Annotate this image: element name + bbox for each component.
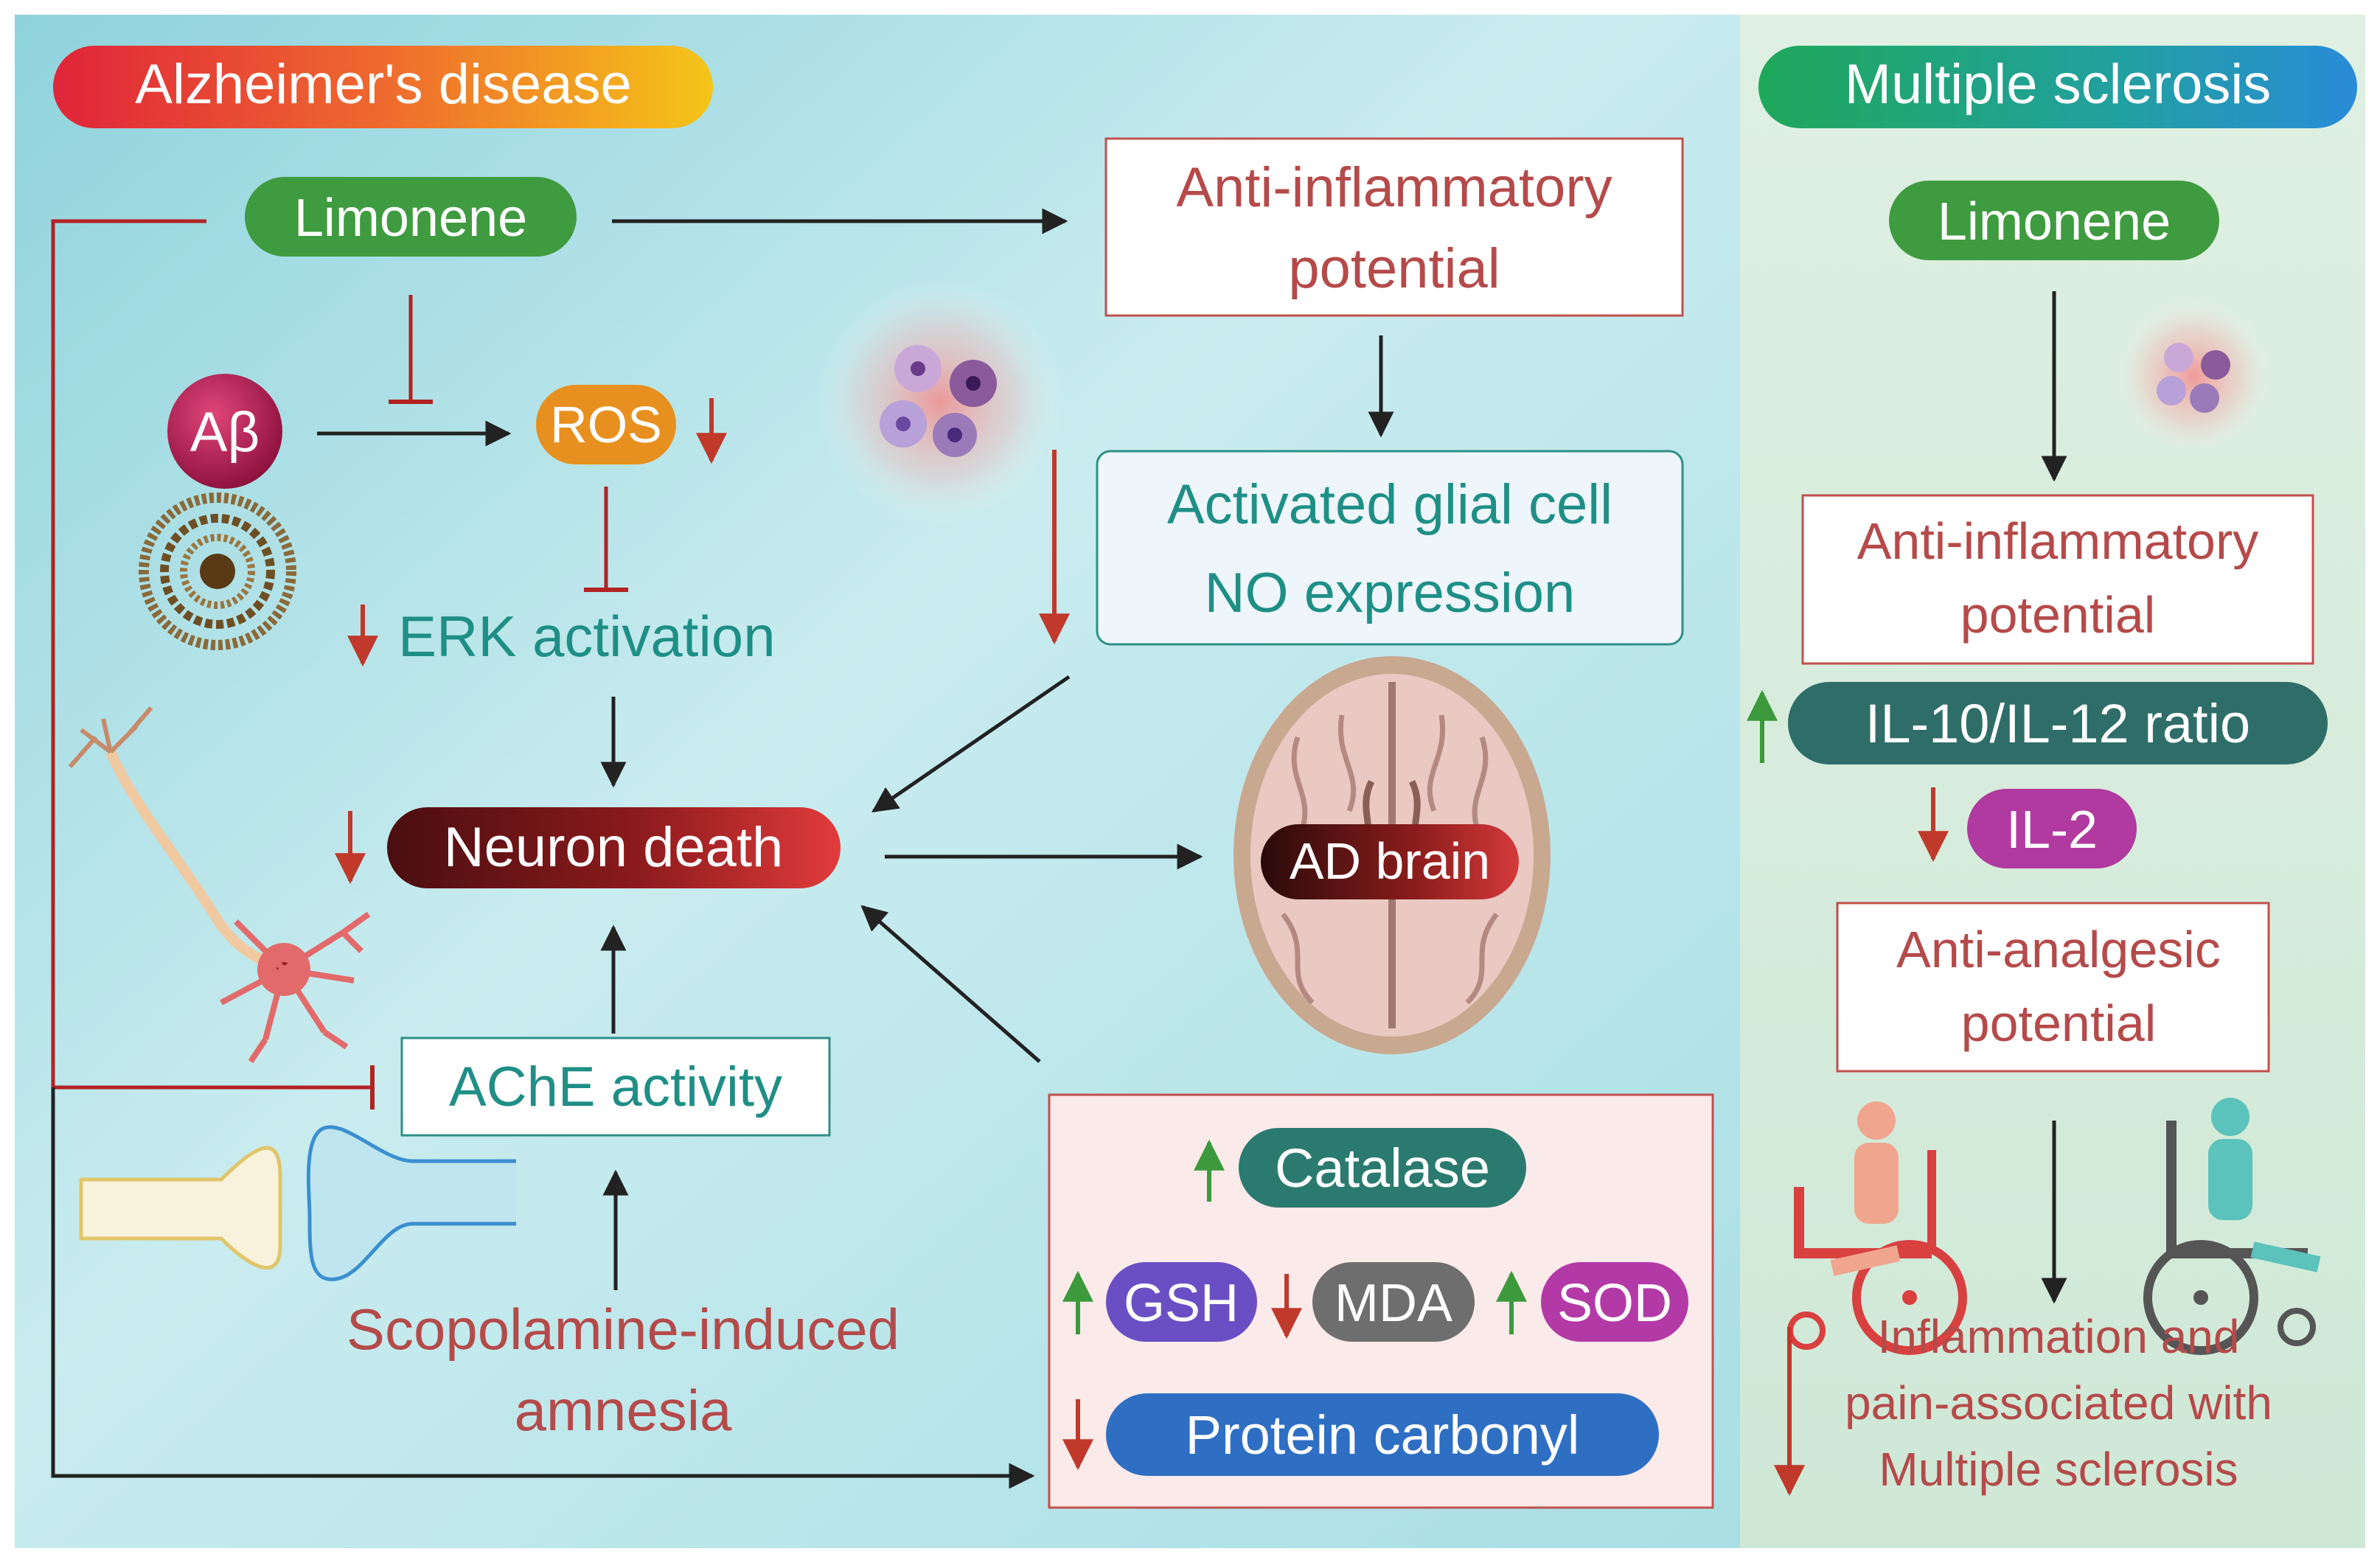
neuron-death-pill [387, 807, 841, 888]
ms-anti-inflammatory-line2: potential [1960, 586, 2156, 644]
ad-brain-pill [1261, 824, 1519, 899]
ms-limonene-label: Limonene [1938, 192, 2171, 251]
anti-analgesic-line1: Anti-analgesic [1896, 921, 2221, 978]
protein-carbonyl-label: Protein carbonyl [1186, 1404, 1580, 1466]
ms-outcome-line3: Multiple sclerosis [1879, 1443, 2238, 1496]
abeta-sphere [167, 374, 282, 489]
inflammation-glow [815, 276, 1065, 527]
glial-box [1096, 450, 1684, 646]
gsh-label: GSH [1124, 1274, 1239, 1333]
sod-label: SOD [1557, 1274, 1672, 1333]
limonene-label: Limonene [294, 189, 527, 248]
neuron-death-label: Neuron death [444, 816, 784, 879]
anti-analgesic-line2: potential [1961, 995, 2157, 1052]
catalase-pill [1239, 1128, 1526, 1208]
ms-header-pill [1758, 46, 2357, 128]
glial-neuron-arrow [871, 675, 1071, 813]
abeta-label: Aβ [190, 401, 260, 464]
ache-label: AChE activity [449, 1056, 782, 1118]
ms-limonene-pill [1889, 181, 2219, 260]
anti-analgesic-box [1836, 902, 2270, 1073]
ad-brain-label: AD brain [1290, 832, 1490, 890]
ms-anti-inflammatory-box [1801, 494, 2314, 665]
erk-activation-label: ERK activation [398, 604, 776, 669]
alzheimers-header: Alzheimer's disease [135, 53, 631, 116]
oxidative-neuron-arrow [860, 905, 1041, 1063]
inflammatory-cells-illustration [880, 345, 997, 457]
ms-outcome-line2: pain-associated with [1845, 1376, 2272, 1429]
wheelchair-patient-gray-illustration [2143, 1098, 2321, 1355]
synapse-illustration [79, 1125, 516, 1281]
mda-pill [1312, 1262, 1475, 1342]
limonene-ache-inhibition-line [51, 219, 372, 1090]
ad-anti-inflammatory-line1: Anti-inflammatory [1176, 156, 1612, 219]
ad-anti-inflammatory-box [1104, 137, 1684, 317]
wheelchair-patient-red-illustration [1787, 1101, 1967, 1355]
ms-inflammatory-cells-illustration [2157, 343, 2230, 413]
limonene-protein-arrow [51, 1087, 1035, 1489]
ms-outcome-line1: Inflammation and [1878, 1310, 2240, 1363]
scopolamine-line1: Scopolamine-induced [347, 1297, 900, 1362]
catalase-label: Catalase [1275, 1138, 1490, 1199]
protein-carbonyl-pill [1106, 1393, 1659, 1476]
alzheimers-header-pill [53, 46, 713, 128]
il-ratio-pill [1788, 682, 2328, 764]
glial-line2: NO expression [1205, 562, 1576, 624]
il2-label: IL-2 [2006, 801, 2098, 860]
ad-anti-inflammatory-line2: potential [1288, 237, 1500, 300]
ms-header: Multiple sclerosis [1845, 53, 2272, 116]
ros-pill [536, 385, 676, 464]
limonene-pill [245, 177, 577, 257]
ros-label: ROS [550, 396, 662, 453]
ms-anti-inflammatory-line1: Anti-inflammatory [1857, 512, 2259, 570]
sod-pill [1541, 1262, 1688, 1342]
neuron-illustration [68, 706, 371, 1064]
il2-pill [1967, 789, 2137, 868]
glial-line1: Activated glial cell [1167, 473, 1612, 536]
amyloid-plaque-illustration [139, 492, 296, 650]
mda-label: MDA [1335, 1274, 1452, 1333]
ache-box [400, 1037, 831, 1137]
il-ratio-label: IL-10/IL-12 ratio [1865, 693, 2250, 754]
gsh-pill [1106, 1262, 1257, 1342]
ms-inflammation-glow [2112, 295, 2275, 457]
scopolamine-line2: amnesia [515, 1378, 732, 1443]
